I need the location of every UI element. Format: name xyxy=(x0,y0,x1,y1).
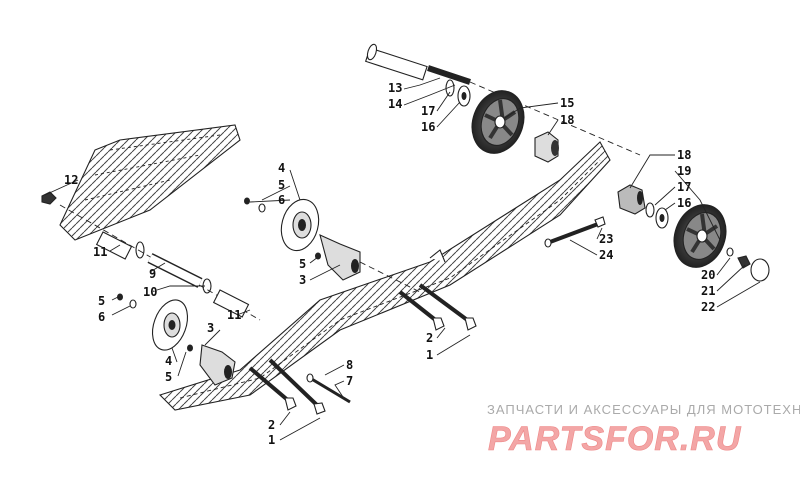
right-washer-bearing xyxy=(645,202,669,229)
callout-5: 5 xyxy=(165,370,172,384)
callout-10: 10 xyxy=(143,285,157,299)
callout-1: 1 xyxy=(426,348,433,362)
right-idler-wheel xyxy=(673,204,727,268)
callout-4: 4 xyxy=(165,354,172,368)
callout-9: 9 xyxy=(149,267,156,281)
lower-left-wheel xyxy=(117,293,193,352)
callout-15: 15 xyxy=(560,96,574,110)
callout-17: 17 xyxy=(421,104,435,118)
callout-8: 8 xyxy=(346,358,353,372)
callout-24: 24 xyxy=(599,248,613,262)
callout-6: 6 xyxy=(98,310,105,324)
lower-left-spindle xyxy=(199,344,236,386)
cross-shaft xyxy=(59,204,261,321)
callout-1: 1 xyxy=(268,433,275,447)
callout-18: 18 xyxy=(677,148,691,162)
callout-20: 20 xyxy=(701,268,715,282)
callout-19: 19 xyxy=(677,164,691,178)
watermark: ЗАПЧАСТИ И АКСЕССУАРЫ ДЛЯ МОТОТЕХНИКИ PA… xyxy=(487,402,800,458)
long-bolt xyxy=(544,216,606,248)
callout-11: 11 xyxy=(93,245,107,259)
callout-14: 14 xyxy=(388,97,402,111)
right-axle-end-parts xyxy=(726,247,770,282)
callout-3: 3 xyxy=(299,273,306,287)
upper-idler-wheel xyxy=(471,90,525,154)
upper-bolts xyxy=(398,283,477,331)
center-upper-spindle xyxy=(319,234,421,293)
callout-5: 5 xyxy=(299,257,306,271)
callout-23: 23 xyxy=(599,232,613,246)
callout-5: 5 xyxy=(278,178,285,192)
callout-5: 5 xyxy=(98,294,105,308)
watermark-tagline: ЗАПЧАСТИ И АКСЕССУАРЫ ДЛЯ МОТОТЕХНИКИ xyxy=(487,402,800,417)
callout-3: 3 xyxy=(207,321,214,335)
callout-4: 4 xyxy=(278,161,285,175)
callout-2: 2 xyxy=(426,331,433,345)
leader-lines xyxy=(44,77,761,441)
center-upper-wheel xyxy=(280,198,320,252)
callout-16: 16 xyxy=(677,196,691,210)
upper-axle-shaft xyxy=(364,43,641,156)
left-slide-rail xyxy=(59,124,241,241)
callout-21: 21 xyxy=(701,284,715,298)
upper-hub xyxy=(534,131,559,163)
nut-left xyxy=(41,191,57,205)
callout-labels: 12 11 9 10 5 6 11 3 4 5 4 5 6 5 3 13 14 … xyxy=(64,81,715,447)
right-slide-rail xyxy=(158,141,611,411)
callout-11: 11 xyxy=(227,308,241,322)
lower-bolts xyxy=(248,358,326,415)
callout-17: 17 xyxy=(677,180,691,194)
upper-bearing xyxy=(445,79,471,107)
callout-12: 12 xyxy=(64,173,78,187)
callout-16: 16 xyxy=(421,120,435,134)
watermark-logo: PARTSFOR.RU xyxy=(488,420,742,458)
callout-13: 13 xyxy=(388,81,402,95)
right-hub xyxy=(617,184,646,215)
callout-2: 2 xyxy=(268,418,275,432)
callout-7: 7 xyxy=(346,374,353,388)
callout-18: 18 xyxy=(560,113,574,127)
callout-6: 6 xyxy=(278,193,285,207)
callout-22: 22 xyxy=(701,300,715,314)
